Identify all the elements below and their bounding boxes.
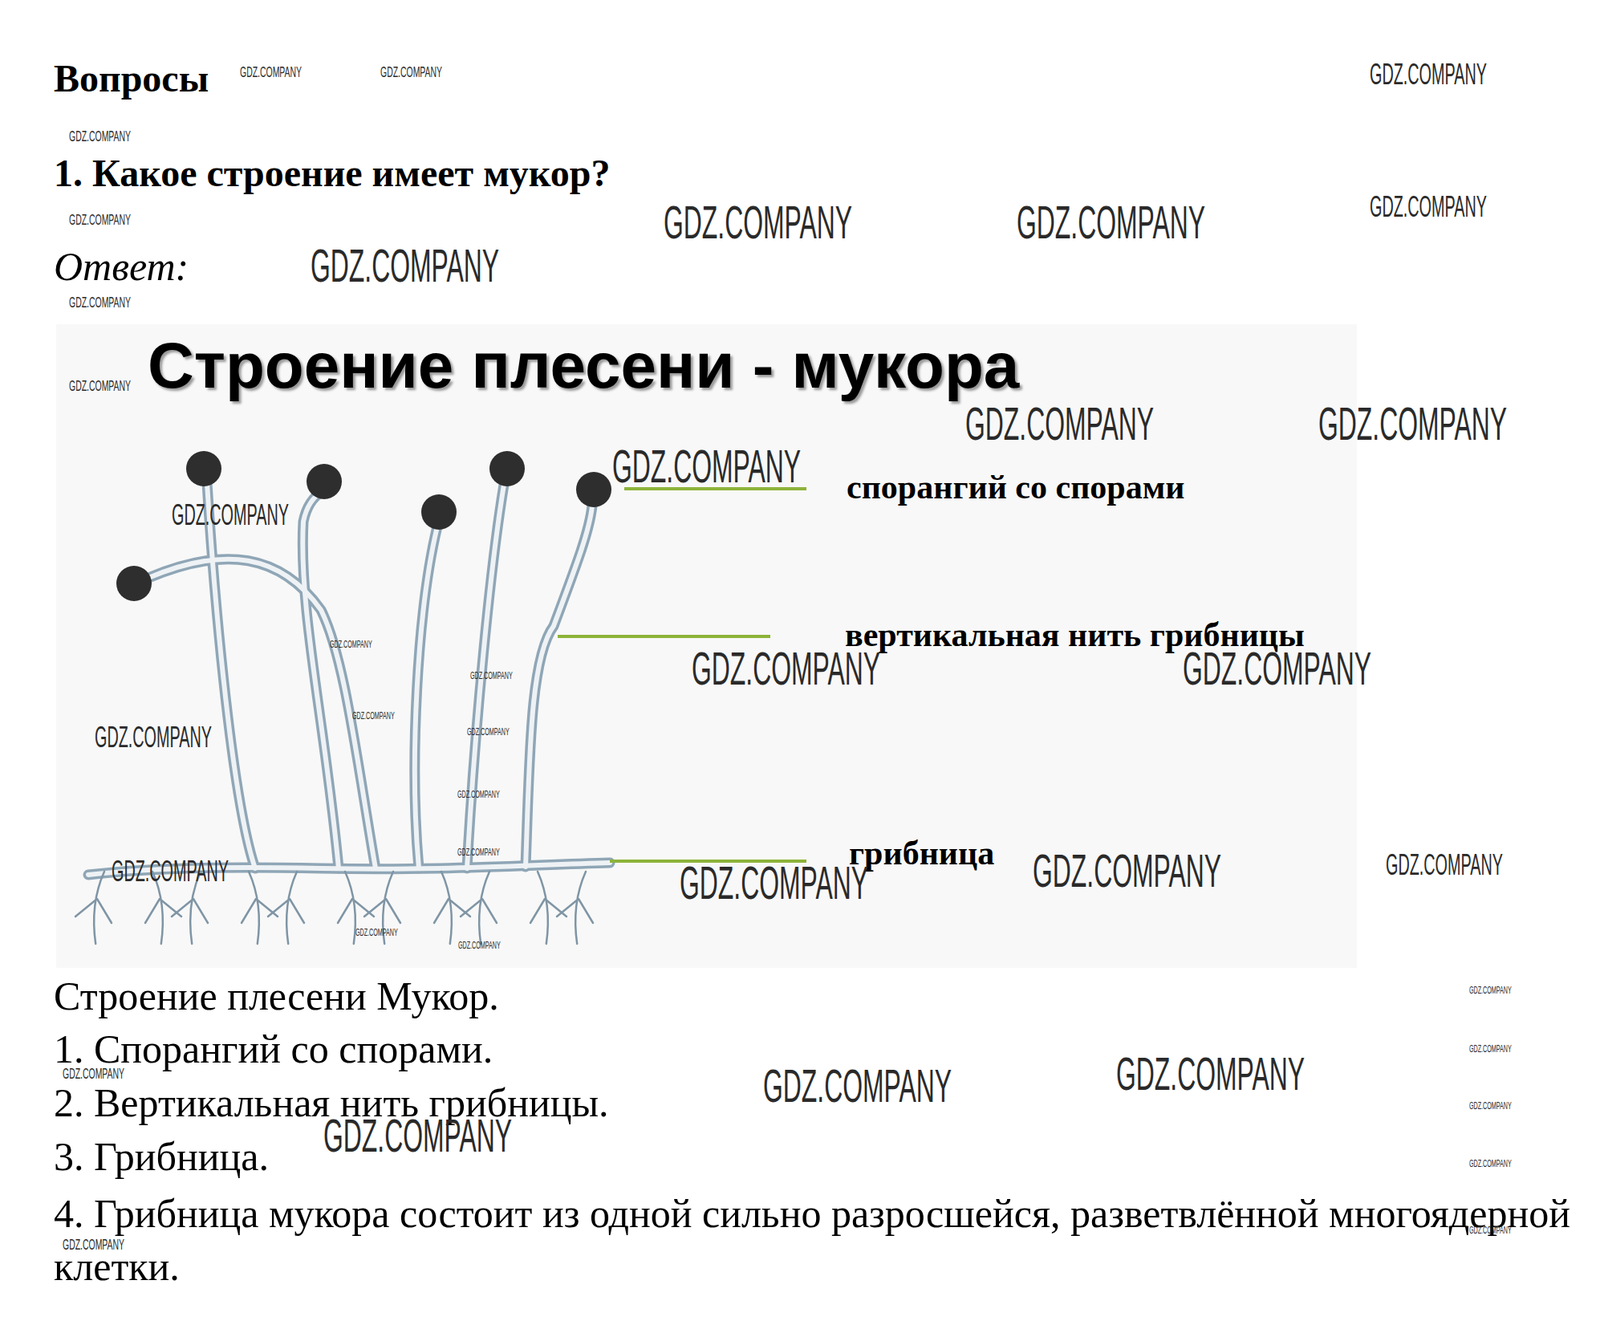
watermark: GDZ.COMPANY: [1369, 192, 1487, 222]
answer-label: Ответ:: [53, 243, 189, 290]
watermark: GDZ.COMPANY: [1469, 984, 1512, 995]
watermark: GDZ.COMPANY: [458, 939, 501, 951]
watermark: GDZ.COMPANY: [69, 294, 131, 310]
watermark: GDZ.COMPANY: [310, 242, 500, 289]
watermark: GDZ.COMPANY: [69, 377, 131, 394]
page-heading: Вопросы: [53, 56, 209, 101]
watermark: GDZ.COMPANY: [1385, 850, 1503, 880]
watermark: GDZ.COMPANY: [663, 198, 853, 246]
watermark: GDZ.COMPANY: [457, 846, 500, 857]
watermark: GDZ.COMPANY: [1318, 400, 1507, 447]
watermark: GDZ.COMPANY: [171, 500, 289, 530]
watermark: GDZ.COMPANY: [62, 1236, 125, 1252]
watermark: GDZ.COMPANY: [1032, 847, 1222, 894]
watermark: GDZ.COMPANY: [69, 128, 131, 144]
answer-line: 3. Грибница.: [53, 1132, 269, 1180]
watermark: GDZ.COMPANY: [1016, 198, 1206, 246]
answer-line: 1. Спорангий со спорами.: [53, 1025, 493, 1073]
watermark: GDZ.COMPANY: [1369, 60, 1487, 90]
watermark: GDZ.COMPANY: [467, 726, 510, 737]
watermark: GDZ.COMPANY: [679, 859, 869, 906]
part-label: грибница: [848, 833, 995, 873]
watermark: GDZ.COMPANY: [691, 645, 881, 692]
figure-ground: [56, 324, 1357, 968]
sporangia: [116, 450, 612, 602]
watermark: GDZ.COMPANY: [1116, 1050, 1305, 1097]
part-label: спорангий со спорами: [846, 467, 1186, 507]
answer-line: Строение плесени Мукор.: [53, 972, 500, 1020]
watermark: GDZ.COMPANY: [380, 64, 443, 80]
watermark: GDZ.COMPANY: [763, 1062, 952, 1109]
watermark: GDZ.COMPANY: [1469, 1100, 1512, 1111]
watermark: GDZ.COMPANY: [355, 926, 398, 938]
watermark: GDZ.COMPANY: [323, 1112, 512, 1159]
watermark: GDZ.COMPANY: [457, 788, 500, 800]
watermark: GDZ.COMPANY: [111, 856, 229, 886]
watermark: GDZ.COMPANY: [352, 710, 395, 721]
answer-line: 4. Грибница мукора состоит из одной силь…: [53, 1186, 1591, 1293]
watermark: GDZ.COMPANY: [1182, 645, 1372, 692]
watermark: GDZ.COMPANY: [94, 722, 212, 752]
question-text: 1. Какое строение имеет мукор?: [53, 150, 611, 195]
watermark: GDZ.COMPANY: [1469, 1157, 1512, 1169]
watermark: GDZ.COMPANY: [69, 211, 131, 228]
watermark: GDZ.COMPANY: [1469, 1043, 1512, 1054]
watermark: GDZ.COMPANY: [1469, 1224, 1512, 1235]
figure-title: Строение плесени - мукора: [147, 328, 1020, 403]
watermark: GDZ.COMPANY: [239, 64, 302, 80]
watermark: GDZ.COMPANY: [62, 1065, 125, 1081]
watermark: GDZ.COMPANY: [329, 638, 373, 650]
watermark: GDZ.COMPANY: [470, 670, 513, 681]
watermark: GDZ.COMPANY: [965, 400, 1154, 447]
watermark: GDZ.COMPANY: [612, 442, 801, 490]
